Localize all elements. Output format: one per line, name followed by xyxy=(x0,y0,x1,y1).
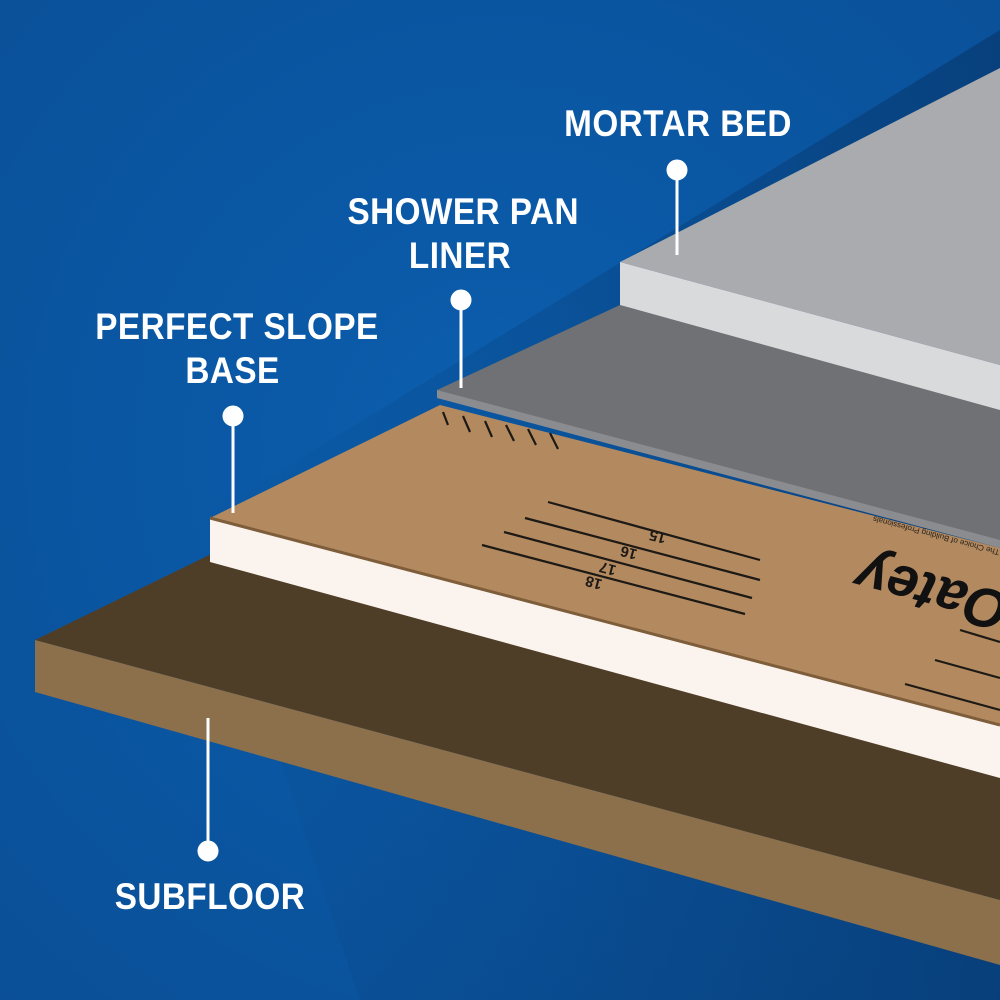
slope-number-15: 15 xyxy=(648,526,669,547)
label-mortar-bed-text: MORTAR BED xyxy=(564,103,792,144)
subfloor-top xyxy=(35,540,1000,900)
label-perfect-slope-base-line1: PERFECT SLOPE xyxy=(95,306,379,347)
label-perfect-slope-base: PERFECT SLOPE BASE xyxy=(95,305,379,393)
shower-pan-liner xyxy=(437,305,1000,548)
label-subfloor: SUBFLOOR xyxy=(107,875,314,919)
ruler-hash-marks xyxy=(441,411,559,450)
callout-dot-subfloor xyxy=(197,840,219,862)
slope-number-18: 18 xyxy=(584,572,605,593)
shower-pan-liner-edge xyxy=(437,390,1000,548)
mortar-bed-top xyxy=(620,68,1000,365)
label-shower-pan-liner-line2: LINER xyxy=(408,235,512,276)
label-subfloor-text: SUBFLOOR xyxy=(114,876,306,917)
callout-dot-base xyxy=(222,405,244,427)
slope-base-top xyxy=(210,405,1000,725)
callout-dot-liner xyxy=(450,289,472,311)
slope-base-top-edge xyxy=(209,516,1000,727)
label-shower-pan-liner-line1: SHOWER PAN xyxy=(347,191,579,232)
label-mortar-bed: MORTAR BED xyxy=(561,102,795,146)
slope-base-foam xyxy=(210,518,1000,778)
slope-number-17: 17 xyxy=(598,558,619,579)
callout-dot-mortar xyxy=(666,159,688,181)
subfloor-front-edge xyxy=(35,640,1000,965)
slope-number-16: 16 xyxy=(619,542,640,563)
label-shower-pan-liner: SHOWER PAN LINER xyxy=(347,190,579,278)
slope-numbers: 15 16 17 18 xyxy=(584,526,669,593)
mortar-bed-front-edge xyxy=(620,262,1000,410)
callouts xyxy=(197,159,688,862)
slope-guide-lines xyxy=(481,500,1000,712)
label-perfect-slope-base-line2: BASE xyxy=(185,350,280,391)
